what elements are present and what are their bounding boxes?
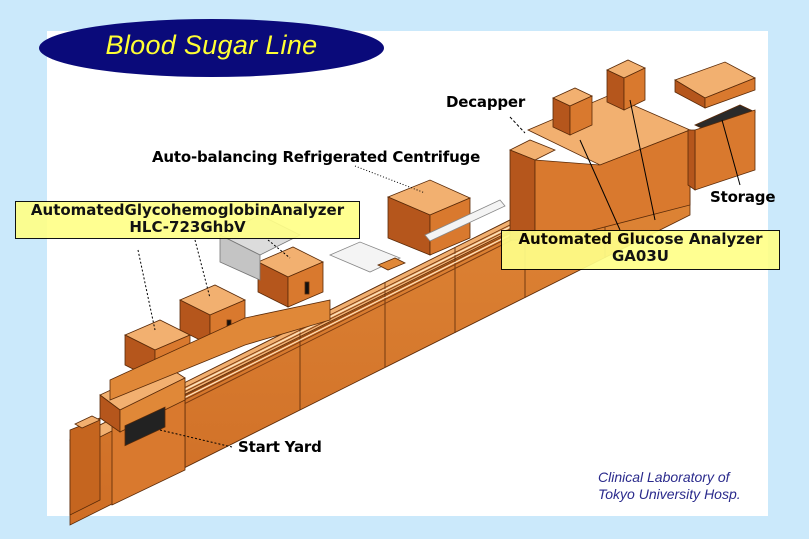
- diagram-title: Blood Sugar Line: [105, 30, 318, 60]
- callout-glucose-analyzer: Automated Glucose Analyzer GA03U: [501, 230, 780, 270]
- callout-glucose-line1: Automated Glucose Analyzer: [518, 230, 763, 248]
- credit-text: Clinical Laboratory of Tokyo University …: [598, 469, 741, 503]
- glycohemoglobin-analyzers: [109, 246, 331, 401]
- label-start-yard: Start Yard: [238, 438, 322, 456]
- label-decapper: Decapper: [446, 93, 526, 111]
- callout-glycohemoglobin-line2: HLC-723GhbV: [129, 218, 246, 236]
- callout-glucose-line2: GA03U: [612, 247, 669, 265]
- title-banner: Blood Sugar Line: [39, 19, 384, 77]
- storage-unit: [674, 61, 756, 191]
- credit-line2: Tokyo University Hosp.: [598, 486, 741, 502]
- centrifuge-unit: [328, 179, 506, 273]
- label-storage: Storage: [710, 188, 776, 206]
- glucose-analyzer-unit: [509, 59, 692, 246]
- callout-glycohemoglobin-analyzer: AutomatedGlycohemoglobinAnalyzer HLC-723…: [15, 201, 360, 239]
- credit-line1: Clinical Laboratory of: [598, 469, 730, 485]
- leader-lines: [137, 99, 741, 448]
- callout-glycohemoglobin-line1: AutomatedGlycohemoglobinAnalyzer: [30, 201, 345, 219]
- label-centrifuge: Auto-balancing Refrigerated Centrifuge: [152, 148, 481, 166]
